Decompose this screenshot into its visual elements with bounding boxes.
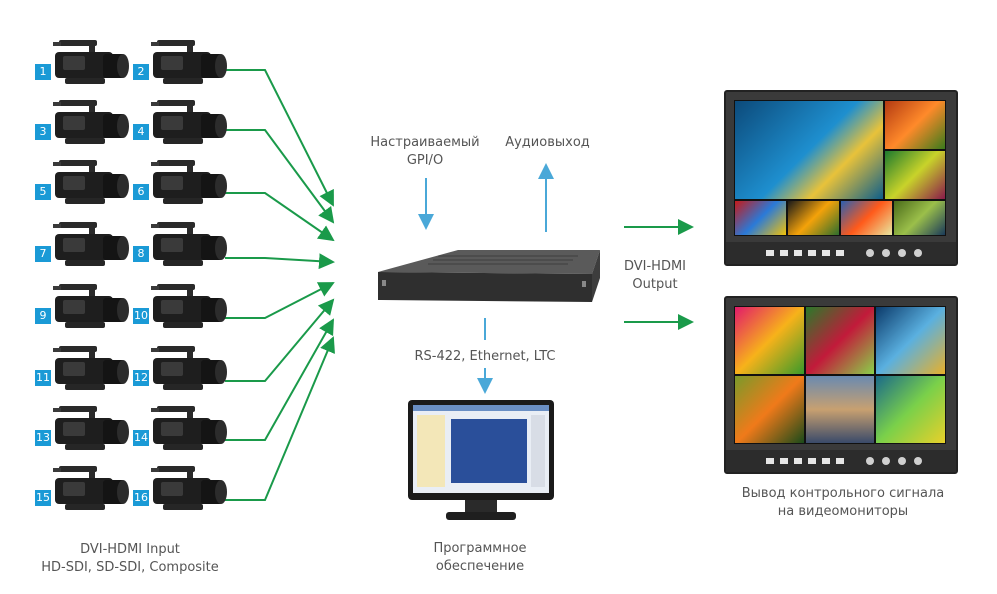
input-line-2 — [225, 129, 335, 224]
monitor-bottom-controls — [726, 450, 956, 472]
gpio-label-line1: Настраиваемый — [370, 135, 480, 150]
video-monitor-top — [724, 90, 958, 266]
input-label: DVI-HDMI Input HD-SDI, SD-SDI, Composite — [20, 541, 240, 577]
camcorder-icon — [143, 38, 235, 86]
monitors-label-line2: на видеомониторы — [777, 504, 909, 519]
monitors-label-line1: Вывод контрольного сигнала — [741, 486, 945, 501]
output-label: DVI-HDMI Output — [600, 258, 710, 294]
software-monitor — [408, 400, 554, 500]
input-line-4 — [225, 253, 335, 270]
input-line-8 — [225, 336, 335, 501]
monitor-bottom-screen — [734, 306, 946, 444]
camcorder-icon — [143, 282, 235, 330]
camera-number-badge: 13 — [35, 430, 51, 446]
software-label-line2: обеспечение — [435, 559, 525, 574]
camcorder-icon — [45, 282, 137, 330]
camera-number-badge: 12 — [133, 370, 149, 386]
camera-number-badge: 2 — [133, 64, 149, 80]
camcorder-icon — [45, 158, 137, 206]
monitors-label: Вывод контрольного сигнала на видеомонит… — [728, 485, 958, 521]
input-label-line2: HD-SDI, SD-SDI, Composite — [41, 560, 219, 575]
audio-out-label: Аудиовыход — [505, 135, 590, 150]
camcorder-icon — [143, 464, 235, 512]
camcorder-icon — [45, 344, 137, 392]
software-screen — [413, 405, 549, 493]
camera-number-badge: 15 — [35, 490, 51, 506]
software-grid — [451, 419, 527, 483]
camcorder-icon — [143, 404, 235, 452]
camera-number-badge: 10 — [133, 308, 149, 324]
camcorder-icon — [45, 404, 137, 452]
software-label-line1: Программное — [433, 541, 527, 556]
camcorder-icon — [143, 220, 235, 268]
input-line-5 — [225, 282, 335, 319]
camera-number-badge: 4 — [133, 124, 149, 140]
monitor-top-screen — [734, 100, 946, 236]
gpio-label-line2: GPI/O — [406, 153, 444, 168]
camera-number-badge: 16 — [133, 490, 149, 506]
camcorder-icon — [45, 98, 137, 146]
camera-number-badge: 11 — [35, 370, 51, 386]
monitor-top-controls — [726, 242, 956, 264]
gpio-label: Настраиваемый GPI/O — [355, 134, 495, 170]
input-line-1 — [225, 69, 334, 207]
camera-number-badge: 8 — [133, 246, 149, 262]
video-monitor-bottom — [724, 296, 958, 474]
input-line-6 — [225, 298, 335, 382]
camera-number-badge: 1 — [35, 64, 51, 80]
camera-number-badge: 3 — [35, 124, 51, 140]
camcorder-icon — [45, 464, 137, 512]
camera-number-badge: 9 — [35, 308, 51, 324]
software-monitor-stand — [465, 500, 497, 514]
camcorder-icon — [143, 98, 235, 146]
camera-number-badge: 6 — [133, 184, 149, 200]
rack-device — [378, 250, 600, 302]
camcorder-icon — [143, 158, 235, 206]
camera-number-badge: 5 — [35, 184, 51, 200]
camcorder-icon — [45, 220, 137, 268]
camcorder-icon — [143, 344, 235, 392]
camcorder-icon — [45, 38, 137, 86]
input-label-line1: DVI-HDMI Input — [80, 542, 180, 557]
software-monitor-base — [446, 512, 516, 520]
software-label: Программное обеспечение — [405, 540, 555, 576]
camera-number-badge: 14 — [133, 430, 149, 446]
output-label-line2: Output — [632, 277, 678, 292]
control-label: RS-422, Ethernet, LTC — [414, 349, 556, 364]
camera-number-badge: 7 — [35, 246, 51, 262]
output-label-line1: DVI-HDMI — [623, 259, 687, 274]
input-line-7 — [225, 318, 334, 441]
input-line-3 — [225, 192, 335, 242]
